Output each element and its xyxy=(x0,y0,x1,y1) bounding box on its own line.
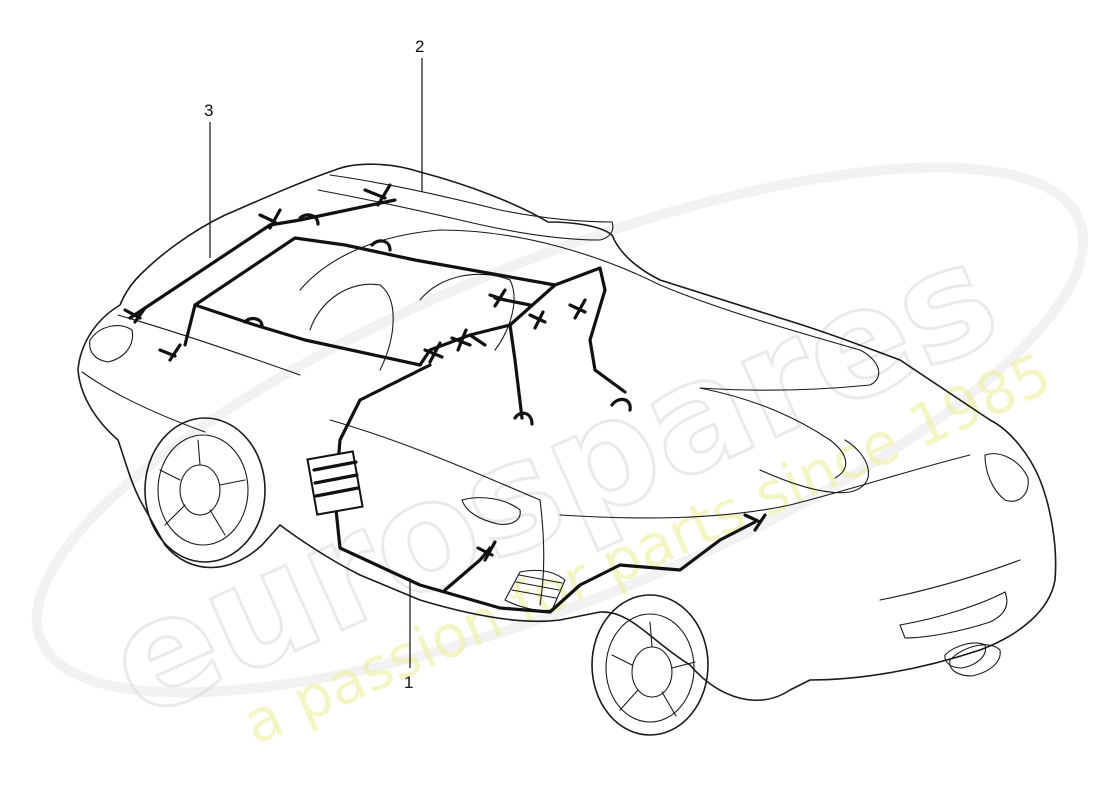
callout-label-1: 1 xyxy=(404,673,413,692)
cockpit-rim xyxy=(299,229,880,391)
side-intake-slat xyxy=(515,581,560,591)
watermark: eurospares a passion for parts since 198… xyxy=(31,162,1089,758)
harness-3-connector xyxy=(243,316,264,328)
harness-1-line xyxy=(333,363,757,614)
side-intake xyxy=(504,569,566,612)
harness-2-connector xyxy=(423,341,444,364)
harness-1-connector xyxy=(743,513,767,532)
harness-3-connector xyxy=(258,208,282,230)
watermark-swoosh xyxy=(31,162,1089,698)
windshield-frame xyxy=(699,387,847,479)
harness-1-junction-box xyxy=(306,450,364,516)
callout-label-3: 3 xyxy=(204,101,213,120)
harness-2-connector xyxy=(513,411,534,426)
harness-3-line xyxy=(128,198,557,347)
harness-2-line xyxy=(418,266,627,394)
front-intake xyxy=(899,591,1008,639)
harness-2-connector xyxy=(568,298,587,320)
harness-3-connector xyxy=(370,239,392,252)
rear-deck-line xyxy=(117,314,301,376)
harness-1-connector xyxy=(476,540,497,562)
front-wheel xyxy=(591,594,709,736)
harness-2-connector xyxy=(610,397,632,412)
harness-2-connector xyxy=(450,328,472,352)
harness-3 xyxy=(123,183,557,367)
rear-spoiler xyxy=(317,174,614,241)
door-outline xyxy=(329,419,545,606)
rear-bumper-line xyxy=(81,371,206,433)
harness-3-connector xyxy=(123,306,147,324)
callouts: 2 3 1 xyxy=(204,37,424,692)
harness-2-connector xyxy=(528,310,547,330)
hood-center xyxy=(759,439,869,494)
seat-right xyxy=(419,273,515,351)
harness-3-branch xyxy=(193,303,422,367)
car-outline xyxy=(77,163,1057,736)
harness-1 xyxy=(306,363,767,614)
front-bumper xyxy=(879,559,1021,601)
harness-2 xyxy=(418,266,632,426)
rear-wheel xyxy=(144,417,266,563)
harness-2-connector xyxy=(488,288,507,308)
seat-left xyxy=(309,283,394,371)
side-intake-slat xyxy=(518,574,563,584)
callout-label-2: 2 xyxy=(415,37,424,56)
harness-3-connector xyxy=(298,213,320,226)
harness-3-connector xyxy=(363,183,392,207)
exhaust xyxy=(949,644,1001,677)
headlamp xyxy=(984,453,1029,502)
door-handle xyxy=(461,497,521,525)
car-body xyxy=(77,163,1057,701)
fog-lamp xyxy=(944,642,987,669)
hood-line xyxy=(559,454,971,519)
side-intake-slat xyxy=(511,589,557,599)
rear-lamp xyxy=(89,325,134,363)
harness-3-connector xyxy=(158,343,182,362)
